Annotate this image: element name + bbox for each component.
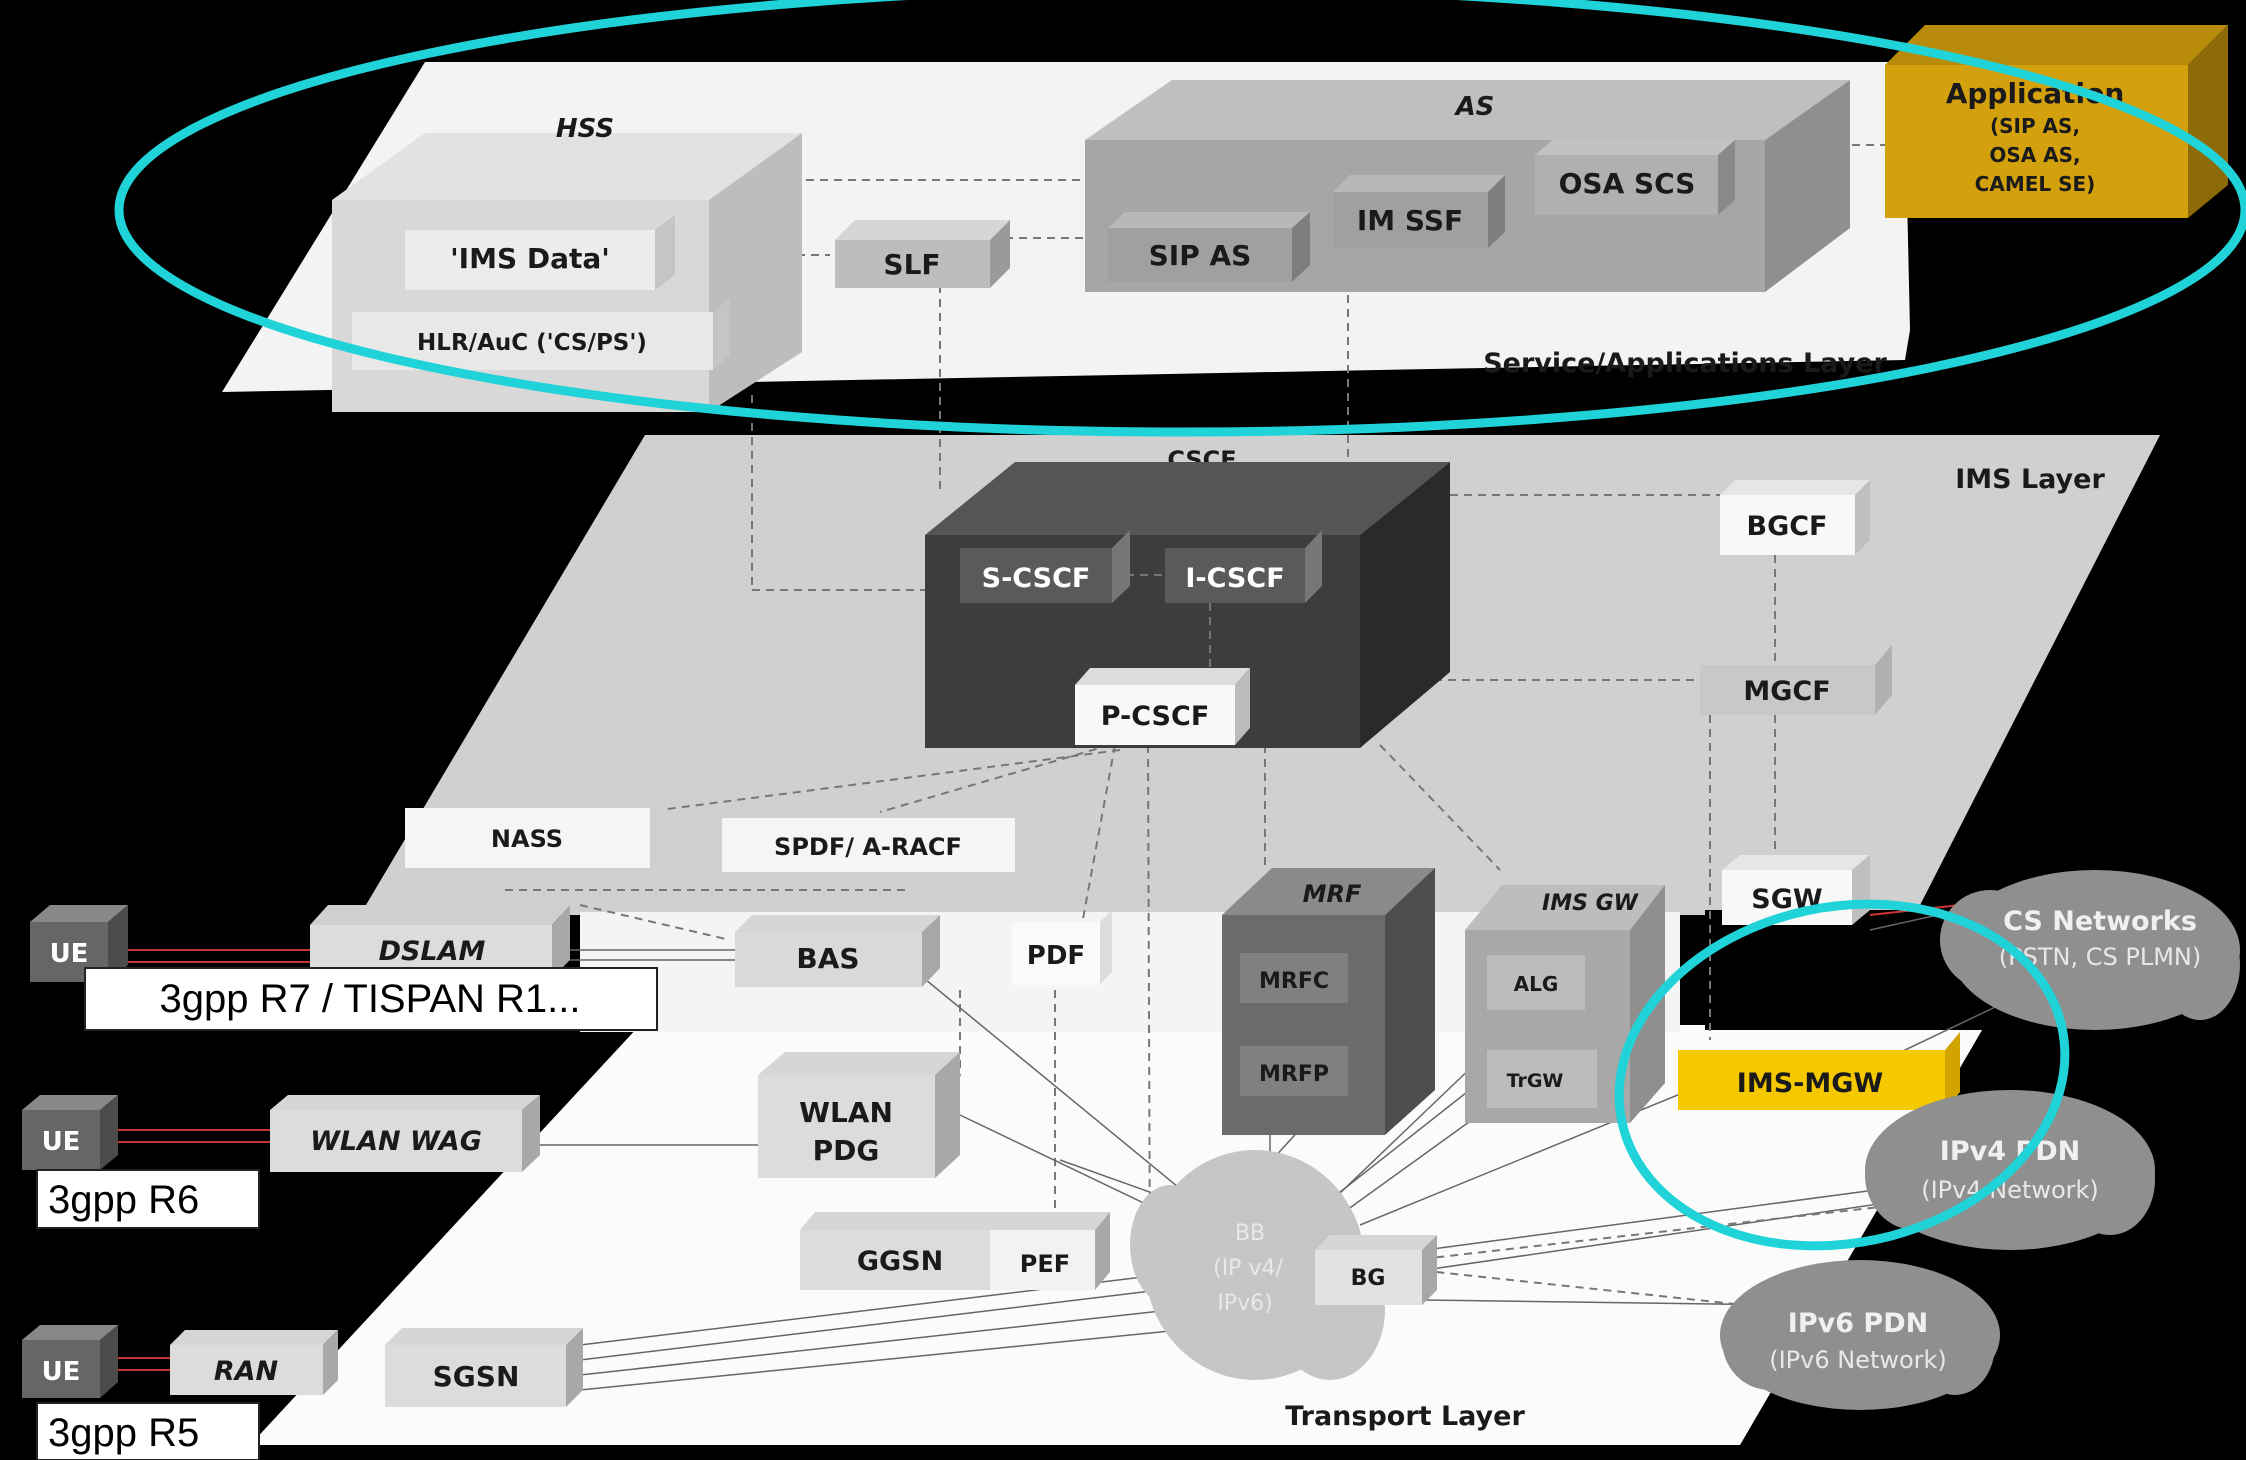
ggsn-box: GGSN xyxy=(800,1212,1110,1290)
ran-box: RAN xyxy=(170,1330,338,1395)
wlan-pdg-box: WLAN PDG xyxy=(758,1052,960,1178)
svg-text:PDF: PDF xyxy=(1027,941,1085,971)
bgcf-box: BGCF xyxy=(1720,480,1870,555)
svg-text:SLF: SLF xyxy=(883,248,940,281)
svg-text:SIP AS: SIP AS xyxy=(1149,239,1252,272)
svg-text:MRF: MRF xyxy=(1303,880,1362,908)
mgcf-box: MGCF xyxy=(1700,645,1892,715)
svg-text:PEF: PEF xyxy=(1020,1250,1070,1278)
svg-text:BB: BB xyxy=(1235,1221,1265,1246)
svg-text:SGSN: SGSN xyxy=(433,1360,520,1393)
svg-text:MGCF: MGCF xyxy=(1743,676,1830,707)
application-box: Application (SIP AS, OSA AS, CAMEL SE) xyxy=(1885,25,2228,218)
svg-text:UE: UE xyxy=(50,939,89,969)
svg-text:IM SSF: IM SSF xyxy=(1357,204,1463,237)
osa-scs-box: OSA SCS xyxy=(1535,140,1735,215)
hlr-box: HLR/AuC ('CS/PS') xyxy=(352,298,730,370)
svg-text:OSA AS,: OSA AS, xyxy=(1989,143,2080,167)
svg-text:(IPv6 Network): (IPv6 Network) xyxy=(1769,1346,1947,1374)
im-ssf-box: IM SSF xyxy=(1333,175,1505,248)
svg-text:HLR/AuC ('CS/PS'): HLR/AuC ('CS/PS') xyxy=(417,330,647,356)
svg-text:SPDF/ A-RACF: SPDF/ A-RACF xyxy=(774,833,962,861)
svg-text:BG: BG xyxy=(1351,1266,1386,1291)
s-cscf-box: S-CSCF xyxy=(960,530,1130,603)
spdf-box: SPDF/ A-RACF xyxy=(722,805,1032,872)
service-layer-label: Service/Applications Layer xyxy=(1483,348,1887,379)
svg-text:CAMEL SE): CAMEL SE) xyxy=(1975,172,2096,196)
svg-text:WLAN: WLAN xyxy=(799,1096,893,1129)
ue-2: UE xyxy=(22,1095,118,1170)
release-label-r5: 3gpp R5 xyxy=(36,1402,260,1460)
svg-text:IPv6 PDN: IPv6 PDN xyxy=(1788,1308,1928,1339)
svg-text:(SIP AS,: (SIP AS, xyxy=(1990,114,2080,138)
as-label: AS xyxy=(1454,92,1495,122)
transport-layer-label: Transport Layer xyxy=(1285,1401,1525,1432)
svg-text:3gpp R6: 3gpp R6 xyxy=(48,1178,199,1222)
nass-box: NASS xyxy=(405,795,665,868)
svg-text:OSA SCS: OSA SCS xyxy=(1559,167,1696,200)
svg-text:P-CSCF: P-CSCF xyxy=(1101,701,1210,732)
svg-text:GGSN: GGSN xyxy=(857,1246,943,1277)
svg-text:I-CSCF: I-CSCF xyxy=(1185,563,1284,594)
svg-text:MRFP: MRFP xyxy=(1259,1062,1329,1087)
service-layer-highlight-ring xyxy=(114,0,2246,437)
pdf-box: PDF xyxy=(1012,910,1112,985)
svg-text:IPv6): IPv6) xyxy=(1217,1291,1272,1316)
cs-networks-cloud: CS Networks (PSTN, CS PLMN) xyxy=(1940,870,2240,1030)
wlan-wag-box: WLAN WAG xyxy=(270,1095,540,1172)
ue-3: UE xyxy=(22,1325,118,1398)
bb-cloud: BB (IP v4/ IPv6) xyxy=(1130,1150,1385,1380)
ims-mgw-box: IMS-MGW xyxy=(1678,1032,1960,1110)
svg-text:ALG: ALG xyxy=(1514,972,1559,996)
ims-mgw-highlight-ring xyxy=(1614,899,2070,1251)
svg-text:BAS: BAS xyxy=(796,942,859,975)
svg-text:PDG: PDG xyxy=(813,1134,880,1167)
svg-text:(IPv4 Network): (IPv4 Network) xyxy=(1921,1176,2099,1204)
mrfp-box: MRFP xyxy=(1240,1046,1348,1096)
svg-text:NASS: NASS xyxy=(491,825,563,853)
svg-text:TrGW: TrGW xyxy=(1507,1070,1564,1092)
transport-layer-plane xyxy=(250,1025,1985,1445)
svg-text:BGCF: BGCF xyxy=(1747,511,1828,542)
alg-box: ALG xyxy=(1487,955,1585,1010)
sip-as-box: SIP AS xyxy=(1108,212,1310,282)
mrfc-box: MRFC xyxy=(1240,953,1348,1003)
svg-text:MRFC: MRFC xyxy=(1259,969,1329,994)
trgw-box: TrGW xyxy=(1487,1050,1597,1108)
svg-text:IPv4 PDN: IPv4 PDN xyxy=(1940,1136,2080,1167)
i-cscf-box: I-CSCF xyxy=(1165,530,1322,603)
svg-text:S-CSCF: S-CSCF xyxy=(982,563,1091,594)
mrf-block: MRF xyxy=(1222,868,1435,1135)
sgsn-box: SGSN xyxy=(385,1328,583,1407)
svg-text:IMS GW: IMS GW xyxy=(1542,891,1640,916)
svg-text:(IP v4/: (IP v4/ xyxy=(1213,1256,1283,1281)
svg-text:3gpp R5: 3gpp R5 xyxy=(48,1411,199,1455)
bas-box: BAS xyxy=(735,915,940,987)
svg-text:UE: UE xyxy=(42,1357,81,1387)
pef-box: PEF xyxy=(990,1230,1095,1290)
release-label-r6: 3gpp R6 xyxy=(36,1169,260,1229)
release-label-r7: 3gpp R7 / TISPAN R1... xyxy=(84,967,658,1031)
svg-text:RAN: RAN xyxy=(214,1356,279,1387)
svg-text:'IMS Data': 'IMS Data' xyxy=(450,242,610,275)
svg-text:3gpp R7 / TISPAN R1...: 3gpp R7 / TISPAN R1... xyxy=(160,977,581,1021)
hss-label: HSS xyxy=(556,114,614,144)
ims-layer-label: IMS Layer xyxy=(1955,464,2105,495)
bg-box: BG xyxy=(1315,1235,1437,1305)
svg-text:UE: UE xyxy=(42,1127,81,1157)
svg-text:WLAN WAG: WLAN WAG xyxy=(310,1126,482,1157)
svg-text:CS Networks: CS Networks xyxy=(2003,906,2197,937)
slf-box: SLF xyxy=(835,220,1010,288)
svg-text:IMS-MGW: IMS-MGW xyxy=(1737,1068,1883,1099)
ims-data-box: 'IMS Data' xyxy=(405,215,675,290)
ipv6-pdn-cloud: IPv6 PDN (IPv6 Network) xyxy=(1720,1260,2000,1410)
svg-text:DSLAM: DSLAM xyxy=(379,936,486,967)
p-cscf-box: P-CSCF xyxy=(1075,668,1250,745)
